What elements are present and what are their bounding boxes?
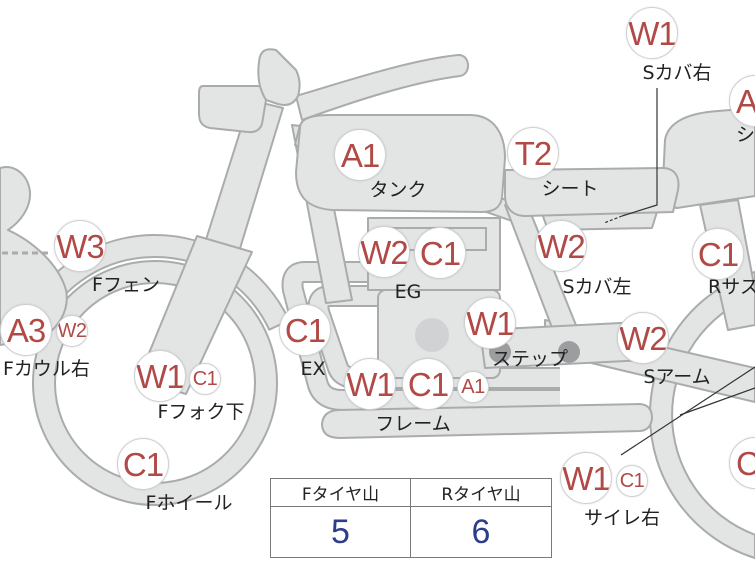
footstep-right	[558, 341, 580, 363]
part-label: Fホイール	[145, 492, 233, 514]
part-label: Rサス	[708, 276, 755, 298]
leader-line-silencer-2	[679, 387, 755, 416]
front-cowl	[0, 166, 68, 346]
headlight	[198, 85, 268, 134]
grade-marker: C1	[117, 438, 169, 490]
grade-marker: W1	[626, 7, 678, 59]
grade-marker: C1	[402, 358, 454, 410]
part-label: サイレ右	[583, 507, 661, 529]
grade-marker: A1	[457, 371, 489, 403]
part-label: シート	[541, 178, 599, 200]
grade-marker: W2	[358, 226, 410, 278]
grade-marker: C1	[616, 465, 648, 497]
part-label: シ	[736, 124, 755, 146]
tire-tread-table: Fタイヤ山 Rタイヤ山 5 6	[270, 478, 552, 558]
grade-marker: W2	[617, 312, 669, 364]
leader-line-silencer	[620, 366, 755, 456]
part-label: EX	[300, 358, 326, 380]
grade-marker: C1	[692, 228, 744, 280]
frame-bottom-rail	[321, 403, 653, 439]
handlebar	[295, 54, 469, 121]
grade-marker: W2	[535, 220, 587, 272]
grade-marker: T2	[507, 127, 559, 179]
leader-line-side-cover-tip	[603, 215, 623, 224]
grade-marker: C1	[414, 227, 466, 279]
grade-marker: C1	[279, 304, 331, 356]
part-label: タンク	[369, 179, 427, 201]
grade-marker: A1	[334, 129, 386, 181]
grade-marker: W1	[344, 358, 396, 410]
part-label: EG	[394, 281, 422, 303]
tire-table-value-rear: 6	[471, 512, 491, 551]
seat	[504, 167, 680, 217]
grade-marker: W1	[134, 350, 186, 402]
handlebar-clamp	[257, 48, 301, 106]
engine-cover	[415, 318, 449, 352]
tire-table-value-front: 5	[271, 507, 411, 557]
grade-marker: W1	[464, 297, 516, 349]
grade-marker: W2	[56, 315, 88, 347]
part-label: Sカバ右	[642, 62, 712, 84]
part-label: Fフェン	[92, 274, 160, 296]
tire-table-header-front: Fタイヤ山	[271, 479, 411, 507]
part-label: Sアーム	[643, 366, 711, 388]
leader-line-side-cover	[621, 88, 658, 217]
grade-marker: W1	[560, 452, 612, 504]
grade-marker: C1	[189, 363, 221, 395]
part-label: ステップ	[491, 348, 569, 370]
grade-marker: W3	[54, 220, 106, 272]
grade-marker: A3	[0, 304, 52, 356]
part-label: Fフォク下	[157, 401, 245, 423]
part-label: Fカウル右	[3, 358, 90, 380]
part-label: フレーム	[375, 413, 451, 435]
tire-table-header-rear: Rタイヤ山	[411, 479, 551, 507]
part-label: Sカバ左	[562, 276, 632, 298]
